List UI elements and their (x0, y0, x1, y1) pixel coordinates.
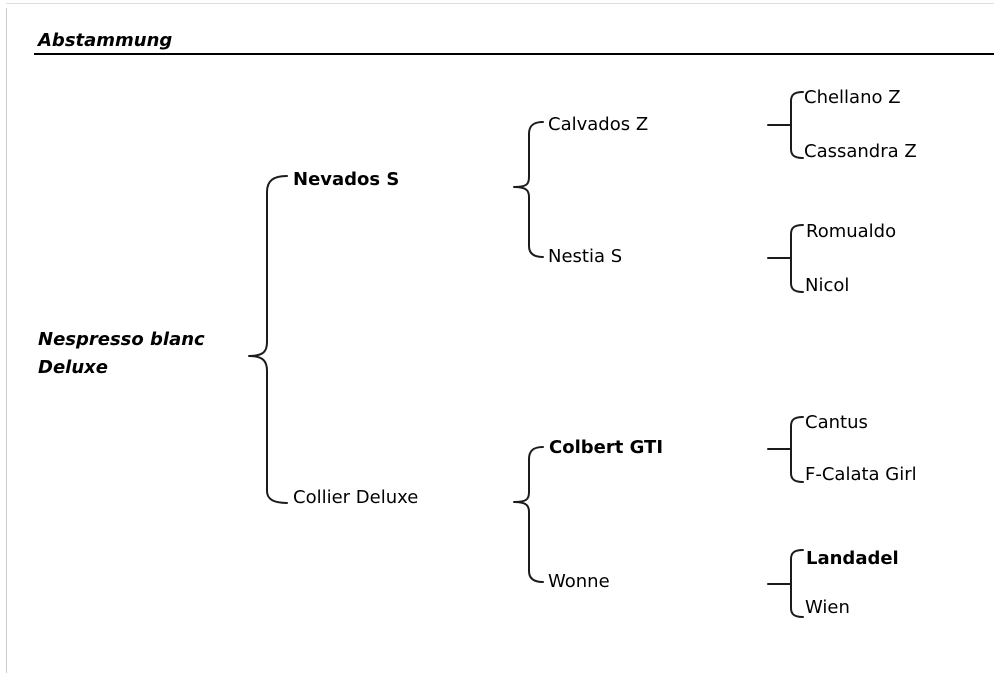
pedigree-node-dam: Collier Deluxe (293, 487, 419, 508)
pedigree-node-sire: Nevados S (293, 169, 400, 190)
bracket-sire-sire-parents (767, 91, 804, 159)
pedigree-node-dam-dam-sire: Landadel (806, 548, 899, 569)
pedigree-node-dam-dam: Wonne (548, 571, 610, 592)
brace-root (248, 175, 288, 504)
pedigree-node-dam-dam-dam: Wien (805, 597, 850, 618)
title-underline (34, 53, 994, 55)
pedigree-node-dam-sire: Colbert GTI (549, 437, 664, 458)
pedigree-node-sire-dam-sire: Romualdo (806, 221, 897, 242)
panel-top-edge (6, 3, 994, 4)
pedigree-node-dam-sire-dam: F-Calata Girl (805, 464, 917, 485)
brace-sire-parents (513, 121, 544, 258)
bracket-dam-sire-parents (767, 416, 804, 483)
panel-left-edge (6, 8, 7, 673)
pedigree-node-sire-sire: Calvados Z (548, 114, 649, 135)
bracket-dam-dam-parents (767, 549, 804, 618)
bracket-sire-dam-parents (767, 224, 804, 293)
brace-dam-parents (513, 446, 544, 583)
page-title: Abstammung (38, 30, 173, 51)
pedigree-node-root: Nespresso blanc Deluxe (38, 329, 205, 378)
pedigree-node-sire-sire-sire: Chellano Z (804, 87, 901, 108)
pedigree-node-sire-sire-dam: Cassandra Z (804, 141, 917, 162)
pedigree-node-sire-dam: Nestia S (548, 246, 623, 267)
pedigree-node-dam-sire-sire: Cantus (805, 412, 868, 433)
pedigree-node-sire-dam-dam: Nicol (805, 275, 850, 296)
